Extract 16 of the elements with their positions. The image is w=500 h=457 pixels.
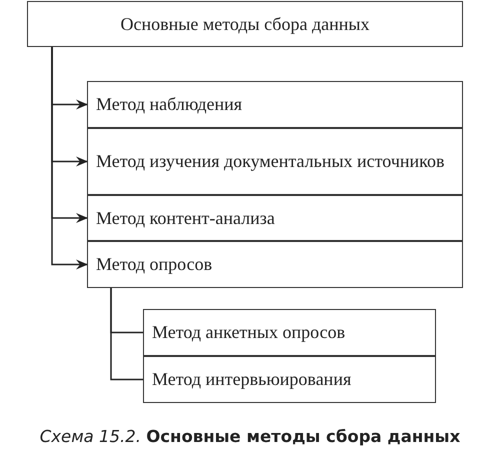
method-box	[87, 241, 463, 288]
method-label: Метод интервьюирования	[152, 368, 352, 391]
method-label: Основные методы сбора данных	[120, 12, 370, 36]
method-box	[87, 195, 463, 241]
connector-arrow	[51, 47, 88, 270]
method-box	[143, 309, 436, 356]
method-label: Метод опросов	[96, 253, 212, 276]
method-box	[27, 1, 463, 47]
method-box	[87, 128, 463, 195]
method-label: Метод изучения документальных источников	[96, 150, 444, 173]
method-box	[143, 356, 436, 403]
method-label: Метод контент-анализа	[96, 206, 275, 230]
method-box	[87, 81, 463, 128]
caption: Схема 15.2. Основные методы сбора данных	[40, 426, 460, 448]
method-label: Метод наблюдения	[96, 93, 242, 116]
method-label: Метод анкетных опросов	[152, 321, 346, 344]
